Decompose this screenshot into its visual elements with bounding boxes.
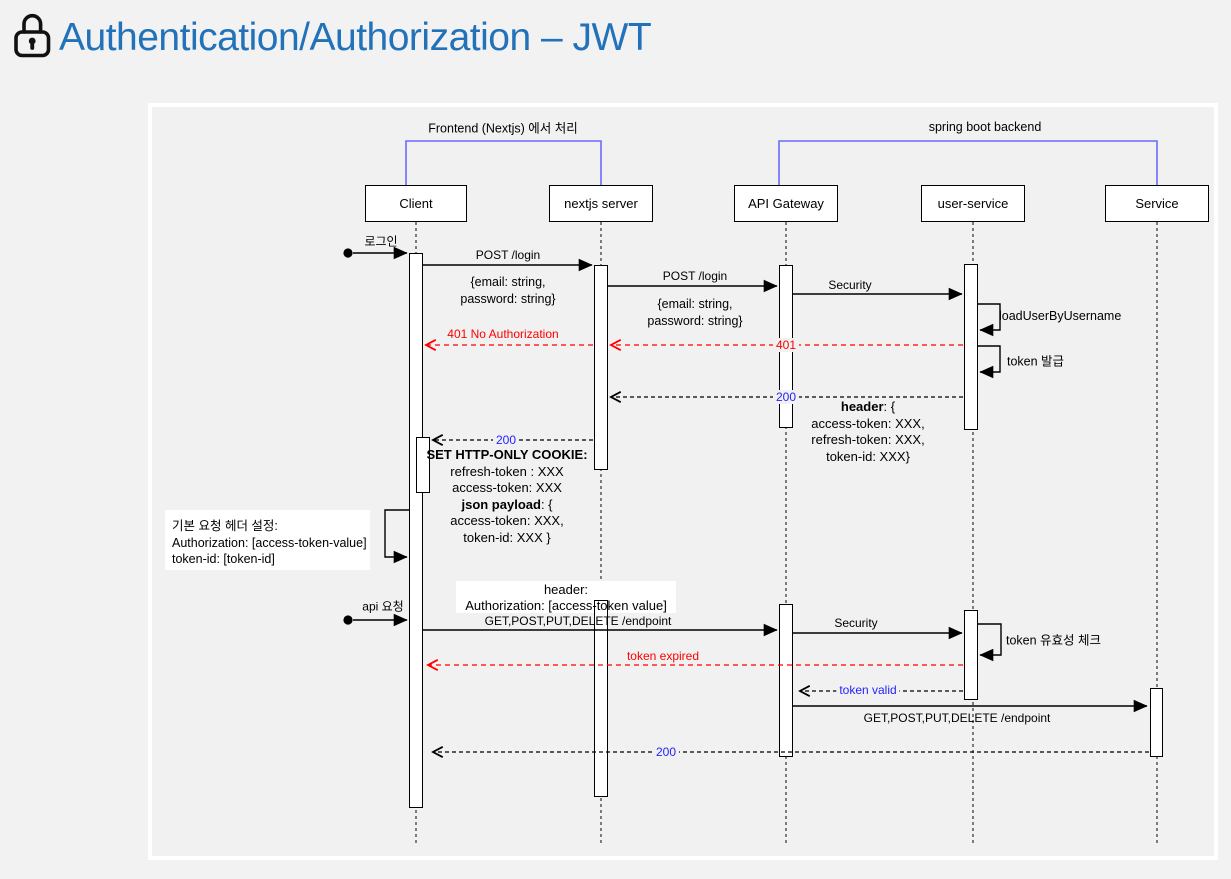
diagram-panel	[148, 103, 1218, 860]
activation-bar-nextjs-2	[594, 600, 608, 797]
label-200-a: 200	[772, 390, 800, 404]
lock-icon	[12, 12, 52, 64]
note-request-header: header: Authorization: [access-token val…	[465, 582, 667, 613]
activation-bar-client	[409, 253, 423, 808]
note-default-header: 기본 요청 헤더 설정: Authorization: [access-toke…	[172, 519, 367, 566]
activation-bar-user-service-2	[964, 610, 978, 700]
label-401-no-authorization: 401 No Authorization	[447, 327, 559, 341]
activation-bar-user-service-1	[964, 264, 978, 430]
label-get-endpoint-1: GET,POST,PUT,DELETE /endpoint	[484, 614, 672, 628]
label-post-login-1: POST /login	[475, 248, 541, 262]
lifeline-head-client: Client	[365, 185, 467, 222]
label-load-user: loadUserByUsername	[999, 309, 1122, 323]
label-get-endpoint-2: GET,POST,PUT,DELETE /endpoint	[863, 711, 1051, 725]
note-response-header: header: { access-token: XXX, refresh-tok…	[811, 399, 925, 464]
label-login-body-2: {email: string, password: string}	[647, 297, 743, 328]
activation-bar-service	[1150, 688, 1163, 757]
label-token-check: token 유효성 체크	[1006, 633, 1102, 648]
label-token-valid: token valid	[836, 683, 900, 697]
label-token-expired: token expired	[626, 649, 700, 663]
label-security-2: Security	[834, 616, 878, 630]
activation-bar-nextjs-1	[594, 265, 608, 470]
activation-bar-gateway-2	[779, 604, 793, 757]
lifeline-head-api-gateway: API Gateway	[734, 185, 838, 222]
lifeline-head-service: Service	[1105, 185, 1209, 222]
frame-label-backend: spring boot backend	[928, 120, 1042, 134]
label-200-c: 200	[652, 745, 680, 759]
activation-bar-client-nested	[416, 437, 430, 493]
label-login-trigger: 로그인	[364, 234, 398, 249]
label-api-trigger: api 요청	[362, 599, 404, 614]
note-request-header-bg	[456, 581, 676, 613]
label-post-login-2: POST /login	[662, 269, 728, 283]
page-title: Authentication/Authorization – JWT	[59, 16, 652, 59]
lifeline-head-nextjs-server: nextjs server	[549, 185, 653, 222]
note-default-header-bg	[165, 510, 370, 570]
frame-label-frontend: Frontend (Nextjs) 에서 처리	[428, 121, 578, 136]
page-header: Authentication/Authorization – JWT	[12, 12, 652, 64]
label-token-issue: token 발급	[1007, 354, 1065, 369]
note-set-cookie: SET HTTP-ONLY COOKIE: refresh-token : XX…	[426, 447, 588, 545]
label-200-b: 200	[492, 433, 520, 447]
label-login-body-1: {email: string, password: string}	[460, 275, 556, 306]
label-401: 401	[772, 338, 800, 352]
label-security-1: Security	[828, 278, 872, 292]
lifeline-head-user-service: user-service	[921, 185, 1025, 222]
